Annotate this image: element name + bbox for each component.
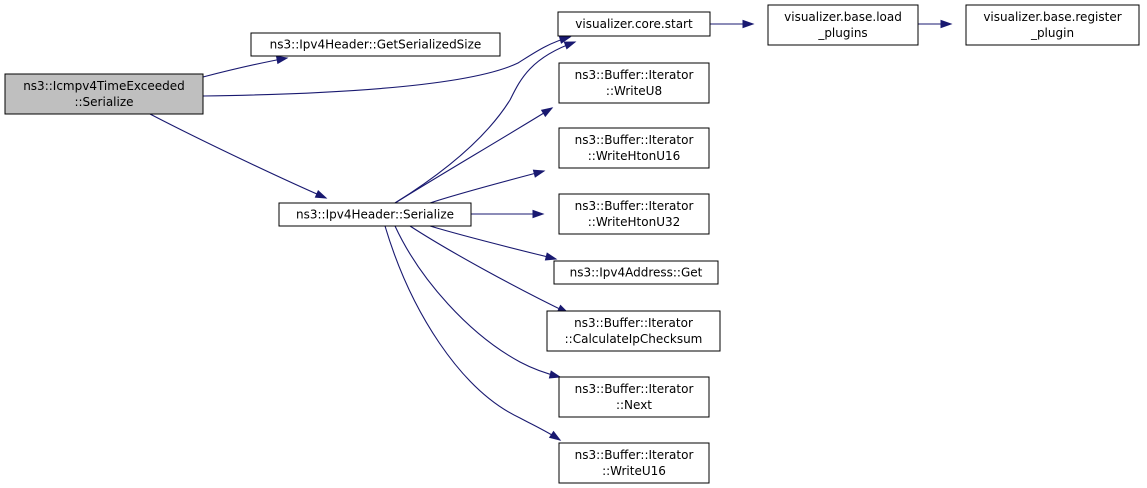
call-nodes: ns3::Icmpv4TimeExceeded::Serializens3::I…	[4, 4, 1140, 484]
node-box[interactable]	[558, 127, 710, 169]
node-writeHtonU16[interactable]: ns3::Buffer::Iterator::WriteHtonU16	[558, 127, 710, 169]
node-label-line: ns3::Ipv4Address::Get	[570, 266, 703, 280]
node-label-line: ns3::Buffer::Iterator	[575, 448, 694, 462]
arrowhead-icon	[558, 35, 572, 44]
node-label-line: ::Serialize	[74, 95, 133, 109]
node-label-line: ns3::Buffer::Iterator	[575, 199, 694, 213]
node-label-line: ns3::Ipv4Header::Serialize	[296, 208, 454, 222]
edge-ipv4Serialize-to-writeHtonU32	[471, 209, 545, 219]
node-box[interactable]	[965, 4, 1140, 46]
arrowhead-icon	[742, 19, 755, 29]
node-label-line: ns3::Ipv4Header::GetSerializedSize	[270, 38, 482, 52]
arrowhead-icon	[532, 209, 545, 219]
edge-line	[202, 36, 571, 97]
node-getSerializedSize[interactable]: ns3::Ipv4Header::GetSerializedSize	[250, 32, 501, 57]
node-label-line: visualizer.core.start	[575, 17, 693, 31]
node-registerPlugin[interactable]: visualizer.base.register _plugin	[965, 4, 1140, 46]
arrowhead-icon	[275, 55, 289, 65]
node-coreStart[interactable]: visualizer.core.start	[557, 11, 711, 37]
arrowhead-icon	[544, 252, 558, 261]
edge-coreStart-to-loadPlugins	[710, 19, 755, 29]
node-box[interactable]	[546, 310, 721, 352]
node-writeHtonU32[interactable]: ns3::Buffer::Iterator::WriteHtonU32	[558, 193, 710, 235]
node-label-line: ::CalculateIpChecksum	[565, 332, 703, 346]
edge-line	[384, 225, 561, 441]
node-addrGet[interactable]: ns3::Ipv4Address::Get	[553, 260, 719, 285]
node-label-line: visualizer.base.register	[983, 10, 1121, 24]
node-label-line: ns3::Buffer::Iterator	[575, 68, 694, 82]
edge-ipv4Serialize-to-writeHtonU16	[429, 169, 546, 204]
node-label-line: visualizer.base.load	[784, 10, 902, 24]
arrowhead-icon	[548, 370, 562, 379]
arrowhead-icon	[940, 19, 953, 29]
edge-root-to-ipv4Serialize	[149, 113, 328, 199]
arrowhead-icon	[314, 189, 328, 199]
node-next[interactable]: ns3::Buffer::Iterator::Next	[558, 376, 710, 418]
node-box[interactable]	[558, 442, 710, 484]
edge-line	[429, 225, 557, 260]
node-label-line: ::WriteHtonU16	[588, 149, 681, 163]
node-box[interactable]	[558, 62, 710, 104]
node-label-line: ns3::Buffer::Iterator	[574, 316, 693, 330]
edge-line	[394, 107, 553, 204]
node-box[interactable]	[558, 376, 710, 418]
node-writeU16[interactable]: ns3::Buffer::Iterator::WriteU16	[558, 442, 710, 484]
edge-line	[149, 113, 327, 199]
node-label-line: ns3::Buffer::Iterator	[575, 133, 694, 147]
edge-root-to-coreStart	[202, 35, 572, 97]
node-label-line: ::WriteU16	[602, 464, 666, 478]
node-root[interactable]: ns3::Icmpv4TimeExceeded::Serialize	[4, 73, 204, 115]
edge-ipv4Serialize-to-writeU16	[384, 225, 562, 441]
edge-ipv4Serialize-to-calcChecksum	[409, 225, 570, 314]
node-loadPlugins[interactable]: visualizer.base.load _plugins	[767, 4, 919, 46]
edge-line	[429, 170, 545, 204]
node-label-line: ns3::Buffer::Iterator	[575, 382, 694, 396]
node-writeU8[interactable]: ns3::Buffer::Iterator::WriteU8	[558, 62, 710, 104]
call-edges	[149, 19, 953, 441]
node-box[interactable]	[553, 260, 719, 285]
arrowhead-icon	[540, 107, 554, 118]
arrowhead-icon	[532, 169, 546, 178]
edge-line	[202, 57, 288, 78]
edge-line	[394, 225, 561, 378]
arrowhead-icon	[563, 41, 577, 50]
node-box[interactable]	[767, 4, 919, 46]
node-label-line: _plugins	[817, 26, 867, 40]
node-label-line: ::WriteU8	[606, 84, 662, 98]
edge-line	[409, 225, 569, 314]
node-box[interactable]	[558, 193, 710, 235]
edge-ipv4Serialize-to-writeU8	[394, 107, 554, 204]
node-box[interactable]	[250, 32, 501, 57]
edge-root-to-getSerializedSize	[202, 55, 289, 78]
node-box[interactable]	[557, 11, 711, 37]
node-label-line: ::Next	[616, 398, 652, 412]
node-box[interactable]	[4, 73, 204, 115]
node-box[interactable]	[278, 202, 472, 227]
node-label-line: ns3::Icmpv4TimeExceeded	[23, 79, 185, 93]
arrowhead-icon	[548, 430, 562, 441]
edge-ipv4Serialize-to-coreStart	[394, 41, 577, 204]
edge-ipv4Serialize-to-next	[394, 225, 562, 379]
node-label-line: ::WriteHtonU32	[588, 215, 681, 229]
edge-ipv4Serialize-to-addrGet	[429, 225, 558, 261]
edge-line	[394, 41, 576, 204]
node-ipv4Serialize[interactable]: ns3::Ipv4Header::Serialize	[278, 202, 472, 227]
node-label-line: _plugin	[1030, 26, 1074, 40]
node-calcChecksum[interactable]: ns3::Buffer::Iterator::CalculateIpChecks…	[546, 310, 721, 352]
edge-loadPlugins-to-registerPlugin	[918, 19, 953, 29]
